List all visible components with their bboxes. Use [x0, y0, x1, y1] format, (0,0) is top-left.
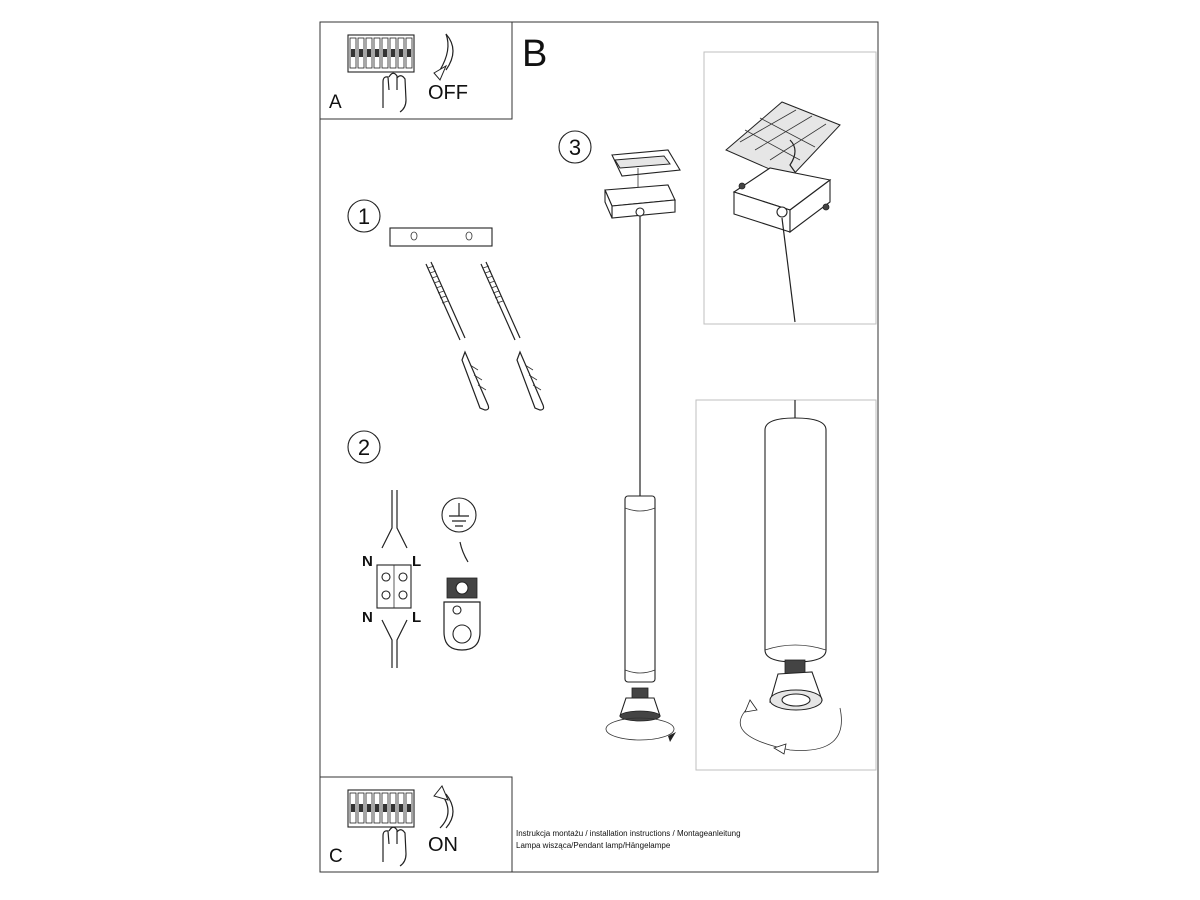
panel-c-state: ON [428, 834, 458, 856]
panel-c-box [319, 776, 513, 873]
caption-line-1: Instrukcja montażu / installation instru… [516, 829, 741, 838]
neutral-label-bottom: N [362, 609, 373, 626]
step-2-badge [347, 430, 381, 464]
bracket-strap [789, 139, 796, 173]
panel-c-letter: C [329, 846, 343, 867]
inset-rotate-arrow-icon [739, 699, 842, 755]
step-3-number: 3 [569, 135, 581, 160]
ground-terminal-icon [443, 577, 481, 651]
screw-icon [425, 261, 521, 341]
breaker-toggle [407, 49, 411, 57]
bulb-inset-frame [695, 399, 877, 771]
breaker-toggle [367, 49, 371, 57]
live-label-top: L [412, 553, 421, 570]
ground-symbol-icon [441, 497, 477, 533]
breaker-toggle [399, 804, 403, 812]
inset-bulb-icon [769, 659, 823, 711]
breaker-toggle [359, 804, 363, 812]
panel-a-letter: A [329, 92, 342, 113]
bulb-icon [619, 687, 661, 722]
breaker-toggle [367, 804, 371, 812]
bulb-detail-inset [695, 399, 877, 771]
step-3: 3 [558, 130, 681, 742]
curved-arrow-icon [433, 785, 454, 829]
panel-a-state: OFF [428, 82, 468, 104]
lamp-body-icon [624, 495, 656, 683]
breaker-toggle [351, 804, 355, 812]
ground-wire [459, 541, 469, 563]
breaker-toggle [375, 49, 379, 57]
wire-connector-icon [376, 490, 412, 668]
hand-icon [382, 72, 407, 113]
ceiling-plate-icon [389, 227, 493, 247]
step-1-number: 1 [358, 204, 370, 229]
sheet-border [319, 21, 879, 873]
curved-arrow-icon [433, 33, 454, 81]
breaker-toggle [391, 49, 395, 57]
breaker-toggle [375, 804, 379, 812]
breaker-toggle [351, 49, 355, 57]
inset-cable [781, 217, 796, 323]
panel-b-letter: B [522, 33, 547, 75]
step-3-badge [558, 130, 592, 164]
canopy-detail-inset [703, 51, 877, 325]
panel-c: C ON [319, 776, 513, 873]
step-1: 1 [347, 199, 545, 411]
rotate-arrow-icon [605, 717, 676, 742]
breaker-toggle [399, 49, 403, 57]
panel-a-box [319, 21, 513, 120]
breaker-toggle [383, 804, 387, 812]
breaker-toggle [391, 804, 395, 812]
breaker-toggle [359, 49, 363, 57]
canopy-side [789, 178, 831, 234]
wall-plug-icon [461, 350, 545, 411]
step-2-number: 2 [358, 435, 370, 460]
inset-lamp-body [764, 417, 827, 663]
panel-a: A OFF [319, 21, 513, 120]
breaker-toggle [383, 49, 387, 57]
neutral-label-top: N [362, 553, 373, 570]
live-label-bottom: L [412, 609, 421, 626]
canopy-icon [604, 184, 676, 219]
mounting-bracket-icon [611, 149, 681, 190]
hand-icon [382, 826, 407, 867]
breaker-panel-icon [347, 34, 415, 73]
canopy-inset-frame [703, 51, 877, 325]
breaker-panel-icon [347, 789, 415, 828]
step-2: 2 N L N L [347, 430, 481, 668]
caption-line-2: Lampa wisząca/Pendant lamp/Hängelampe [516, 841, 671, 850]
breaker-toggle [407, 804, 411, 812]
step-1-badge [347, 199, 381, 233]
